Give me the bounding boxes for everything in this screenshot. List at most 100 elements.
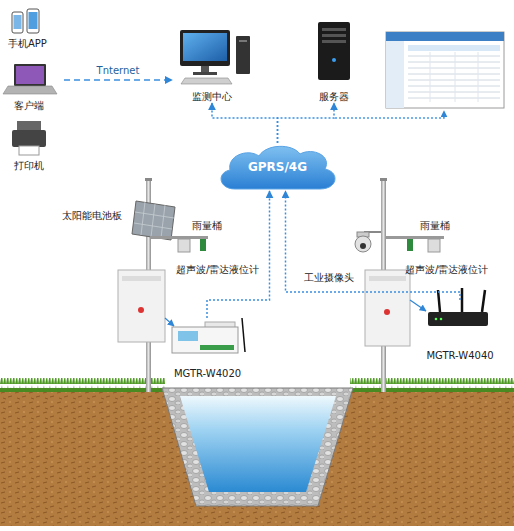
printer-icon xyxy=(17,121,41,131)
server-icon xyxy=(318,22,350,80)
server-icon xyxy=(322,28,346,31)
solar-panel xyxy=(134,202,174,238)
left-crossbar xyxy=(200,239,206,251)
camera xyxy=(355,232,381,252)
server-icon xyxy=(332,58,336,62)
right-router xyxy=(461,288,464,312)
phone-icon xyxy=(27,9,39,33)
software-screenshot xyxy=(386,32,504,108)
phone-icon xyxy=(12,9,39,33)
part-label: 超声波/雷达液位计 xyxy=(176,264,259,276)
computer-icon xyxy=(181,78,232,84)
left-cabinet xyxy=(122,276,161,281)
computer-icon xyxy=(180,30,230,66)
software-screenshot xyxy=(386,32,504,41)
right-router xyxy=(435,318,438,321)
software-screenshot xyxy=(430,52,478,102)
server-box: 服务器 xyxy=(305,18,363,103)
printer-icon xyxy=(19,146,39,155)
node-label: MGTR-W4040 xyxy=(426,350,493,362)
right-cabinet xyxy=(365,270,410,346)
internet-arrow xyxy=(64,79,172,81)
screen-branch-wire xyxy=(335,111,444,118)
computer-icon xyxy=(201,66,209,72)
right-router xyxy=(482,290,485,312)
software-screenshot xyxy=(408,45,500,51)
laptop-icon xyxy=(3,86,57,94)
right-router xyxy=(410,300,426,311)
right-cabinet xyxy=(365,270,410,346)
right-router xyxy=(428,312,488,326)
trench xyxy=(162,388,353,506)
phone-icon xyxy=(12,12,23,33)
node-label: 监测中心 xyxy=(192,91,232,103)
printer-icon xyxy=(12,121,46,155)
laptop-icon xyxy=(14,64,46,86)
trench xyxy=(180,396,336,492)
software-screenshot xyxy=(408,56,500,98)
right-router xyxy=(438,290,440,312)
client-group: 手机APP 客户端打印机 xyxy=(2,2,64,177)
node-label: 客户端 xyxy=(14,100,44,112)
data-link xyxy=(207,191,270,318)
left-cabinet xyxy=(118,270,165,342)
data-link xyxy=(286,191,461,300)
computer-icon xyxy=(193,72,217,75)
node-label: 服务器 xyxy=(319,91,349,103)
screen-branch-wire xyxy=(335,111,444,118)
computer-icon xyxy=(239,40,247,42)
ground xyxy=(0,388,165,392)
printer-icon xyxy=(12,130,46,147)
rtu-device: MGTR-W4020 xyxy=(165,318,250,380)
data-link xyxy=(212,103,278,143)
left-pole xyxy=(145,178,152,181)
left-crossbar xyxy=(150,236,208,252)
laptop-icon xyxy=(3,64,57,94)
network-cloud: GPRS/4G xyxy=(215,143,340,191)
solar-panel xyxy=(132,201,175,240)
right-pole xyxy=(380,178,387,181)
left-device xyxy=(165,318,174,326)
software-screenshot xyxy=(386,32,504,108)
ground xyxy=(350,388,514,392)
computer-icon xyxy=(236,36,250,74)
right-crossbar xyxy=(386,236,444,252)
part-label: 工业摄像头 xyxy=(304,272,354,284)
server-icon xyxy=(322,40,346,43)
node-label: 打印机 xyxy=(14,160,44,172)
right-router xyxy=(410,288,488,326)
right-cabinet xyxy=(369,276,406,281)
part-label: 雨量桶 xyxy=(420,220,450,232)
computer-icon xyxy=(183,33,227,61)
right-crossbar xyxy=(407,239,413,251)
camera xyxy=(355,236,371,252)
camera xyxy=(360,243,366,249)
left-device xyxy=(242,318,245,352)
edge-label: Tnternet xyxy=(97,65,140,77)
monitor-center: 监测中心 xyxy=(172,25,252,103)
software-screenshot xyxy=(386,41,404,108)
right-cabinet xyxy=(384,309,390,315)
node-label: 手机APP xyxy=(8,38,47,50)
left-crossbar xyxy=(178,239,190,252)
phone-icon xyxy=(29,12,38,29)
ground xyxy=(0,378,514,526)
solar-panel xyxy=(132,201,175,240)
rtu-device: MGTR-W4040 xyxy=(415,300,505,362)
part-label: 雨量桶 xyxy=(192,220,222,232)
server-icon xyxy=(318,22,350,80)
part-label: 太阳能电池板 xyxy=(62,210,122,222)
trench xyxy=(162,388,353,506)
data-link xyxy=(278,103,335,143)
phone-icon xyxy=(14,15,22,29)
network-label: GPRS/4G xyxy=(248,161,307,173)
left-device xyxy=(172,327,238,353)
node-label: MGTR-W4020 xyxy=(174,368,241,380)
left-device xyxy=(200,345,234,350)
left-cabinet xyxy=(118,270,165,342)
part-label: 超声波/雷达液位计 xyxy=(405,264,488,276)
cloud-outline xyxy=(221,146,335,189)
right-crossbar xyxy=(428,239,440,252)
right-router xyxy=(440,318,443,321)
